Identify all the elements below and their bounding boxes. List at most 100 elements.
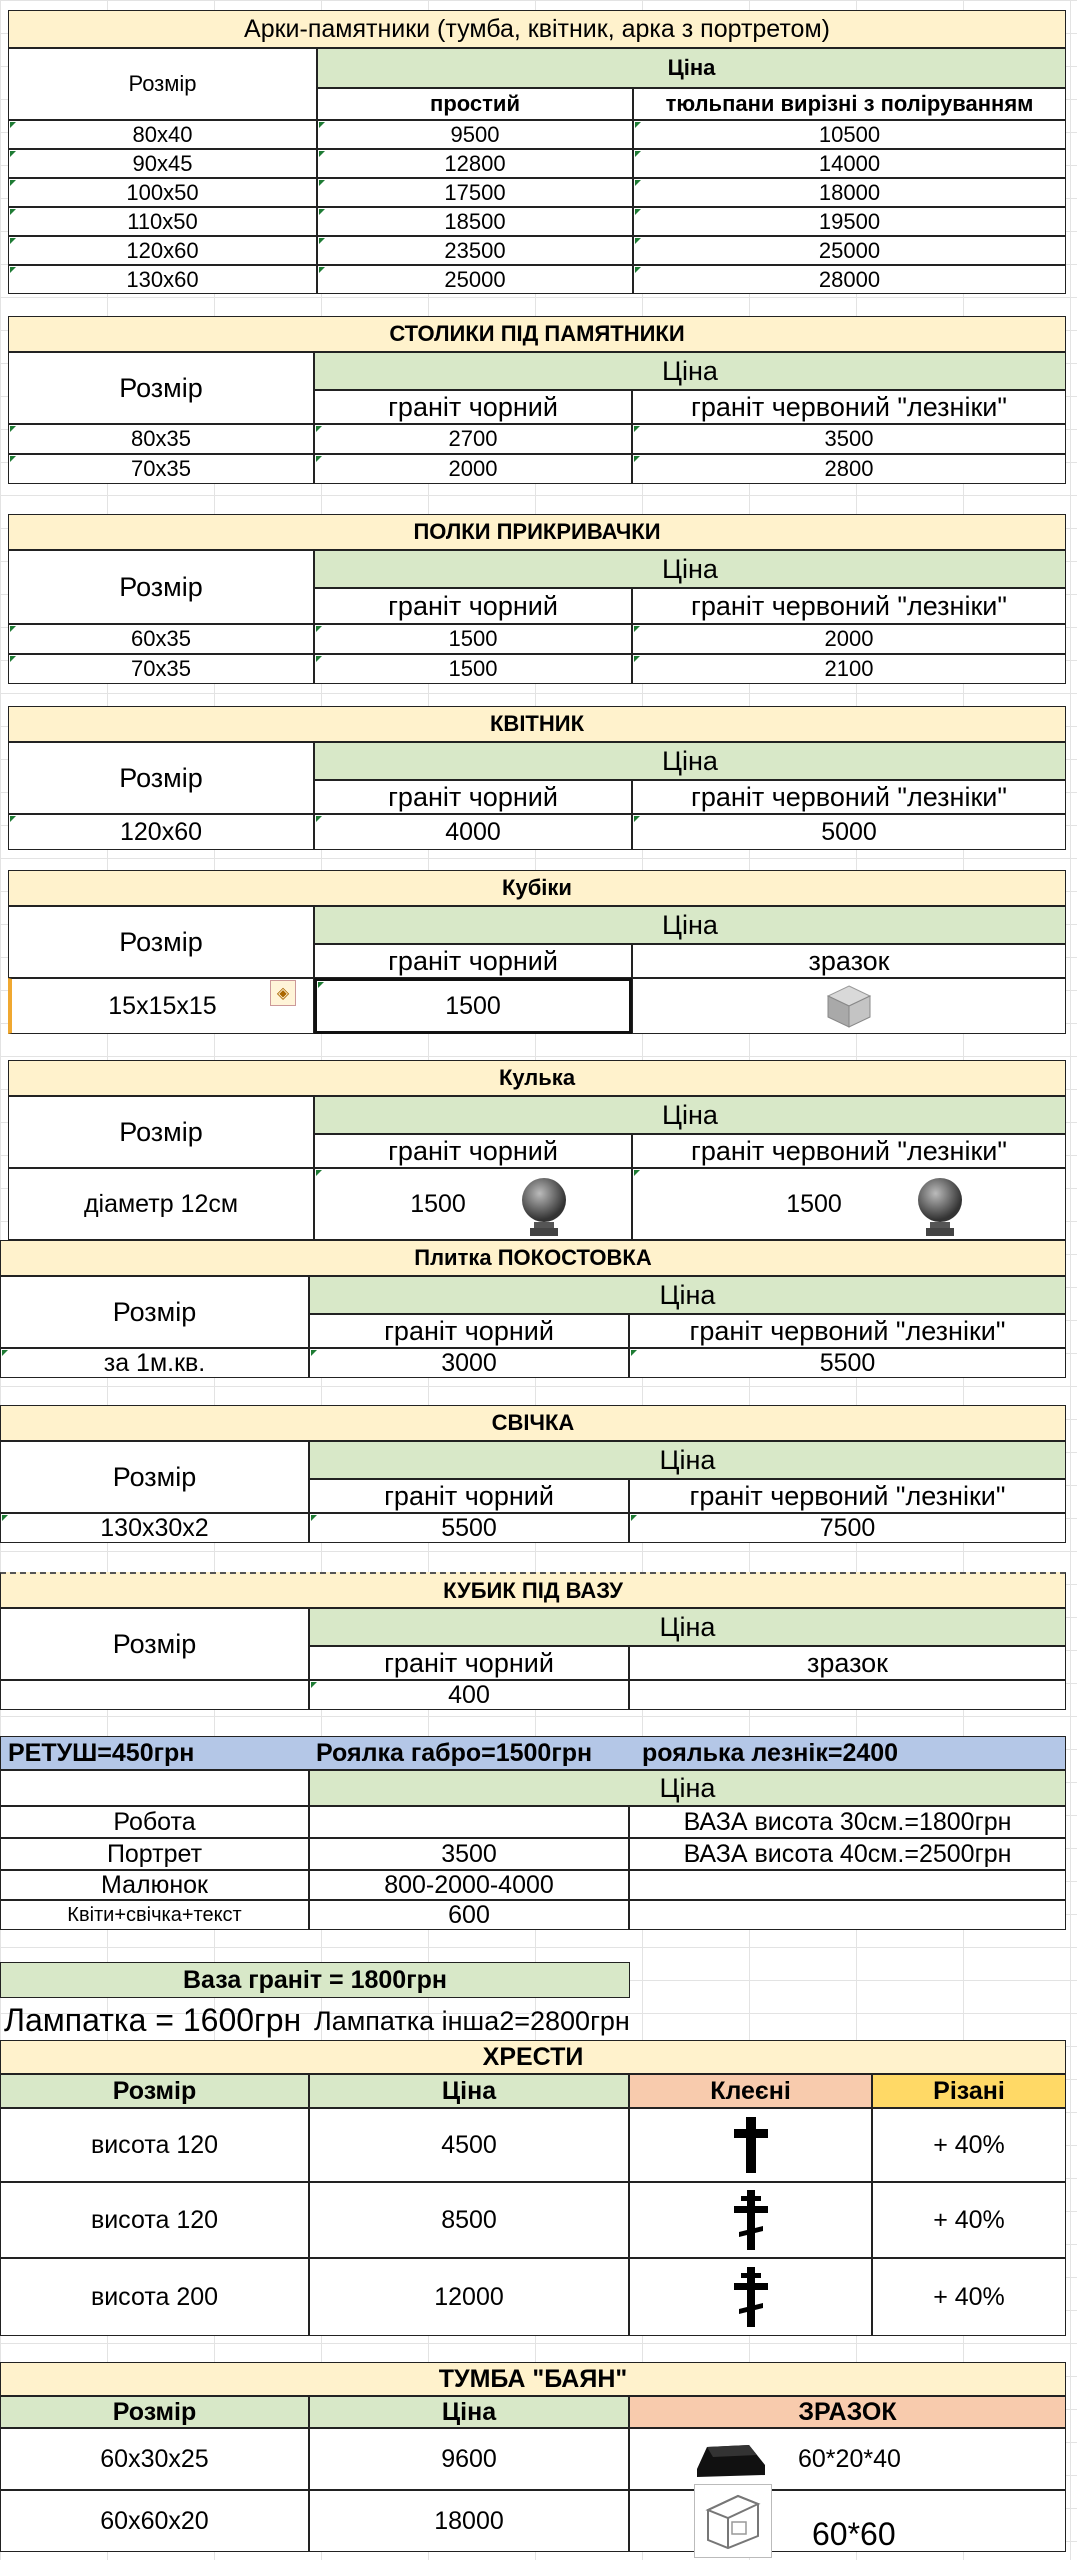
arches-row-tulips[interactable]: 18000	[633, 178, 1066, 207]
arches-row-simple[interactable]: 9500	[317, 120, 633, 149]
vase-cube-row-sample[interactable]	[629, 1680, 1066, 1710]
tables-row-size[interactable]: 70x35	[8, 454, 314, 484]
arches-row-size[interactable]: 90x45	[8, 149, 317, 178]
shelves-row-size[interactable]: 60x35	[8, 624, 314, 654]
bayan-row-price[interactable]: 18000	[309, 2490, 629, 2552]
crosses-row-size[interactable]: висота 200	[0, 2258, 309, 2336]
cubes-row-sample[interactable]	[632, 978, 1066, 1034]
flowerbed-title[interactable]: КВІТНИК	[8, 706, 1066, 742]
shelves-size-header[interactable]: Розмір	[8, 550, 314, 624]
arches-row-simple[interactable]: 17500	[317, 178, 633, 207]
crosses-row-cut[interactable]: + 40%	[872, 2182, 1066, 2258]
cubes-row-black[interactable]: 1500	[314, 978, 632, 1034]
candle-title[interactable]: СВІЧКА	[0, 1405, 1066, 1441]
arches-price-header[interactable]: Ціна	[317, 48, 1066, 88]
candle-price-header[interactable]: Ціна	[309, 1441, 1066, 1479]
crosses-row-size[interactable]: висота 120	[0, 2182, 309, 2258]
candle-row-black[interactable]: 5500	[309, 1513, 629, 1543]
ball-row-size[interactable]: діаметр 12см	[8, 1168, 314, 1240]
vase-granite-price[interactable]: Ваза граніт = 1800грн	[0, 1962, 630, 1998]
shelves-col-red[interactable]: граніт червоний "лезніки"	[632, 588, 1066, 624]
vase-cube-title[interactable]: КУБИК ПІД ВАЗУ	[0, 1572, 1066, 1608]
crosses-col-glued[interactable]: Клеєні	[629, 2074, 872, 2108]
arches-row-size[interactable]: 120x60	[8, 236, 317, 265]
vase-cube-size-header[interactable]: Розмір	[0, 1608, 309, 1680]
tiles-size-header[interactable]: Розмір	[0, 1276, 309, 1348]
bayan-col-sample[interactable]: ЗРАЗОК	[629, 2396, 1066, 2428]
crosses-row-size[interactable]: висота 120	[0, 2108, 309, 2182]
bayan-row-sample-text[interactable]: 60*60	[812, 2515, 896, 2552]
shelves-row-size[interactable]: 70x35	[8, 654, 314, 684]
ball-col-red[interactable]: граніт червоний "лезніки"	[632, 1134, 1066, 1168]
crosses-row-price[interactable]: 8500	[309, 2182, 629, 2258]
crosses-row-glued[interactable]	[629, 2108, 872, 2182]
crosses-col-cut[interactable]: Різані	[872, 2074, 1066, 2108]
arches-row-size[interactable]: 130x60	[8, 265, 317, 294]
crosses-row-cut[interactable]: + 40%	[872, 2258, 1066, 2336]
tables-row-black[interactable]: 2700	[314, 424, 632, 454]
services-row-price[interactable]: 800-2000-4000	[309, 1870, 629, 1900]
crosses-row-glued[interactable]	[629, 2258, 872, 2336]
crosses-col-price[interactable]: Ціна	[309, 2074, 629, 2108]
arches-row-tulips[interactable]: 10500	[633, 120, 1066, 149]
tiles-col-black[interactable]: граніт чорний	[309, 1314, 629, 1348]
retouch-price[interactable]: РЕТУШ=450грн	[8, 1738, 195, 1767]
vase-cube-price-header[interactable]: Ціна	[309, 1608, 1066, 1646]
tables-row-size[interactable]: 80x35	[8, 424, 314, 454]
crosses-row-cut[interactable]: + 40%	[872, 2108, 1066, 2182]
services-row-label[interactable]: Малюнок	[0, 1870, 309, 1900]
crosses-row-glued[interactable]	[629, 2182, 872, 2258]
vase-cube-row-size[interactable]	[0, 1680, 309, 1710]
arches-row-size[interactable]: 100x50	[8, 178, 317, 207]
bayan-col-size[interactable]: Розмір	[0, 2396, 309, 2428]
services-row-price[interactable]	[309, 1806, 629, 1838]
tables-row-red[interactable]: 3500	[632, 424, 1066, 454]
tables-size-header[interactable]: Розмір	[8, 352, 314, 424]
candle-row-red[interactable]: 7500	[629, 1513, 1066, 1543]
arches-row-simple[interactable]: 18500	[317, 207, 633, 236]
tables-col-black[interactable]: граніт чорний	[314, 390, 632, 424]
flowerbed-col-black[interactable]: граніт чорний	[314, 780, 632, 814]
candle-row-size[interactable]: 130x30x2	[0, 1513, 309, 1543]
ball-title[interactable]: Кулька	[8, 1060, 1066, 1096]
cubes-row-size[interactable]: 15x15x15	[8, 978, 314, 1034]
bayan-row-size[interactable]: 60x60x20	[0, 2490, 309, 2552]
flowerbed-row-size[interactable]: 120x60	[8, 814, 314, 850]
arches-row-simple[interactable]: 25000	[317, 265, 633, 294]
cubes-title[interactable]: Кубіки	[8, 870, 1066, 906]
arches-col-simple[interactable]: простий	[317, 88, 633, 120]
crosses-row-price[interactable]: 12000	[309, 2258, 629, 2336]
ball-size-header[interactable]: Розмір	[8, 1096, 314, 1168]
shelves-row-red[interactable]: 2100	[632, 654, 1066, 684]
lamp-price[interactable]: Лампатка = 1600грн	[4, 2001, 302, 2038]
cubes-col-black[interactable]: граніт чорний	[314, 944, 632, 978]
crosses-title[interactable]: ХРЕСТИ	[0, 2040, 1066, 2074]
bayan-row-sample-text[interactable]: 60*20*40	[798, 2444, 901, 2473]
shelves-col-black[interactable]: граніт чорний	[314, 588, 632, 624]
tables-price-header[interactable]: Ціна	[314, 352, 1066, 390]
arches-row-tulips[interactable]: 28000	[633, 265, 1066, 294]
cubes-price-header[interactable]: Ціна	[314, 906, 1066, 944]
bayan-col-price[interactable]: Ціна	[309, 2396, 629, 2428]
cubes-col-sample[interactable]: зразок	[632, 944, 1066, 978]
vase-cube-col-black[interactable]: граніт чорний	[309, 1646, 629, 1680]
tiles-row-black[interactable]: 3000	[309, 1348, 629, 1378]
ball-row-black[interactable]: 1500	[314, 1168, 632, 1240]
ball-price-header[interactable]: Ціна	[314, 1096, 1066, 1134]
cubes-size-header[interactable]: Розмір	[8, 906, 314, 978]
services-row-price[interactable]: 600	[309, 1900, 629, 1930]
tiles-price-header[interactable]: Ціна	[309, 1276, 1066, 1314]
services-row-extra[interactable]	[629, 1900, 1066, 1930]
arches-row-simple[interactable]: 23500	[317, 236, 633, 265]
shelves-price-header[interactable]: Ціна	[314, 550, 1066, 588]
arches-row-size[interactable]: 110x50	[8, 207, 317, 236]
arches-col-tulips[interactable]: тюльпани вирізні з поліруванням	[633, 88, 1066, 120]
services-row-label[interactable]: Робота	[0, 1806, 309, 1838]
services-row-price[interactable]: 3500	[309, 1838, 629, 1870]
crosses-row-price[interactable]: 4500	[309, 2108, 629, 2182]
arches-row-tulips[interactable]: 14000	[633, 149, 1066, 178]
lamp-other-price[interactable]: Лампатка інша2=2800грн	[314, 2005, 630, 2036]
arches-row-size[interactable]: 80x40	[8, 120, 317, 149]
gabbro-price[interactable]: Роялка габро=1500грн	[316, 1738, 593, 1767]
ball-col-black[interactable]: граніт чорний	[314, 1134, 632, 1168]
